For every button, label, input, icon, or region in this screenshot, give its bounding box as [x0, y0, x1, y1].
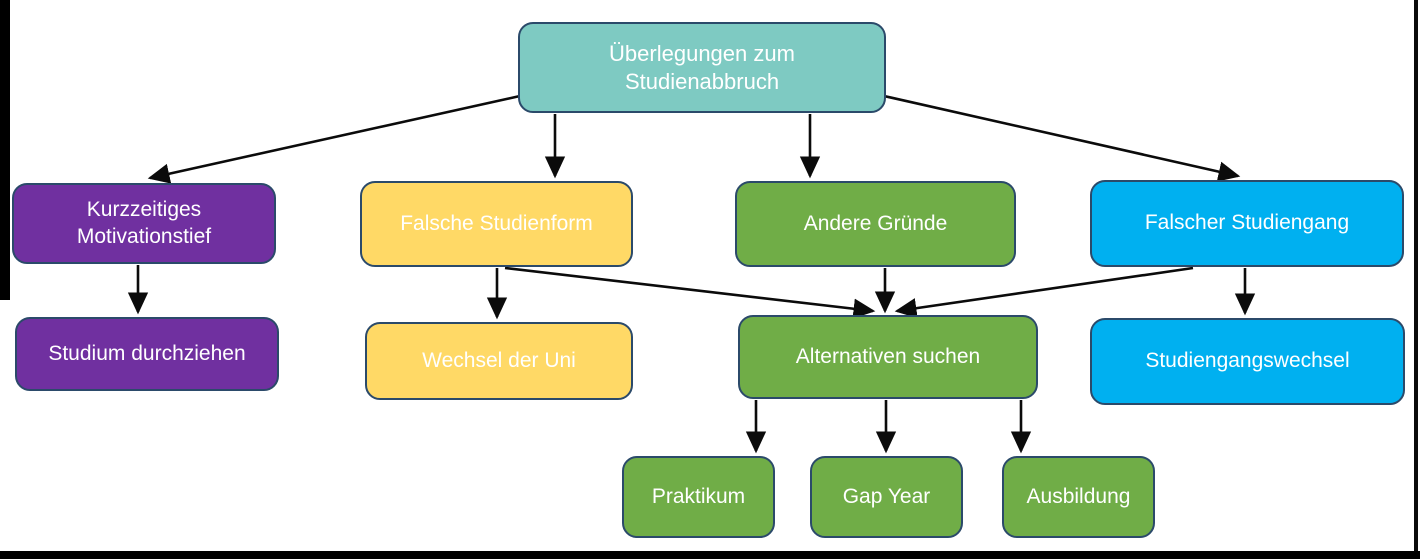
node-studium-durchziehen: Studium durchziehen — [15, 317, 279, 391]
node-andere-gruende: Andere Gründe — [735, 181, 1016, 267]
node-ueberlegungen-zum-studienabbruch: Überlegungen zum Studienabbruch — [518, 22, 886, 113]
node-ausbildung: Ausbildung — [1002, 456, 1155, 538]
left-frame-bar — [0, 0, 10, 300]
edge-studiengang-to-alternativen — [894, 266, 1194, 319]
edge-root-to-studiengang — [883, 94, 1241, 182]
node-wechsel-der-uni: Wechsel der Uni — [365, 322, 633, 400]
node-kurzzeitiges-motivationstief: Kurzzeitiges Motivationstief — [12, 183, 276, 264]
node-studiengangswechsel: Studiengangswechsel — [1090, 318, 1405, 405]
node-falsche-studienform: Falsche Studienform — [360, 181, 633, 267]
node-falscher-studiengang: Falscher Studiengang — [1090, 180, 1404, 267]
node-alternativen-suchen: Alternativen suchen — [738, 315, 1038, 399]
node-gap-year: Gap Year — [810, 456, 963, 538]
node-praktikum: Praktikum — [622, 456, 775, 538]
edge-root-to-motivationstief — [147, 94, 521, 184]
right-frame-line — [1414, 0, 1418, 559]
bottom-frame-bar — [0, 551, 1420, 559]
edge-studienform-to-alternativen — [504, 266, 876, 319]
